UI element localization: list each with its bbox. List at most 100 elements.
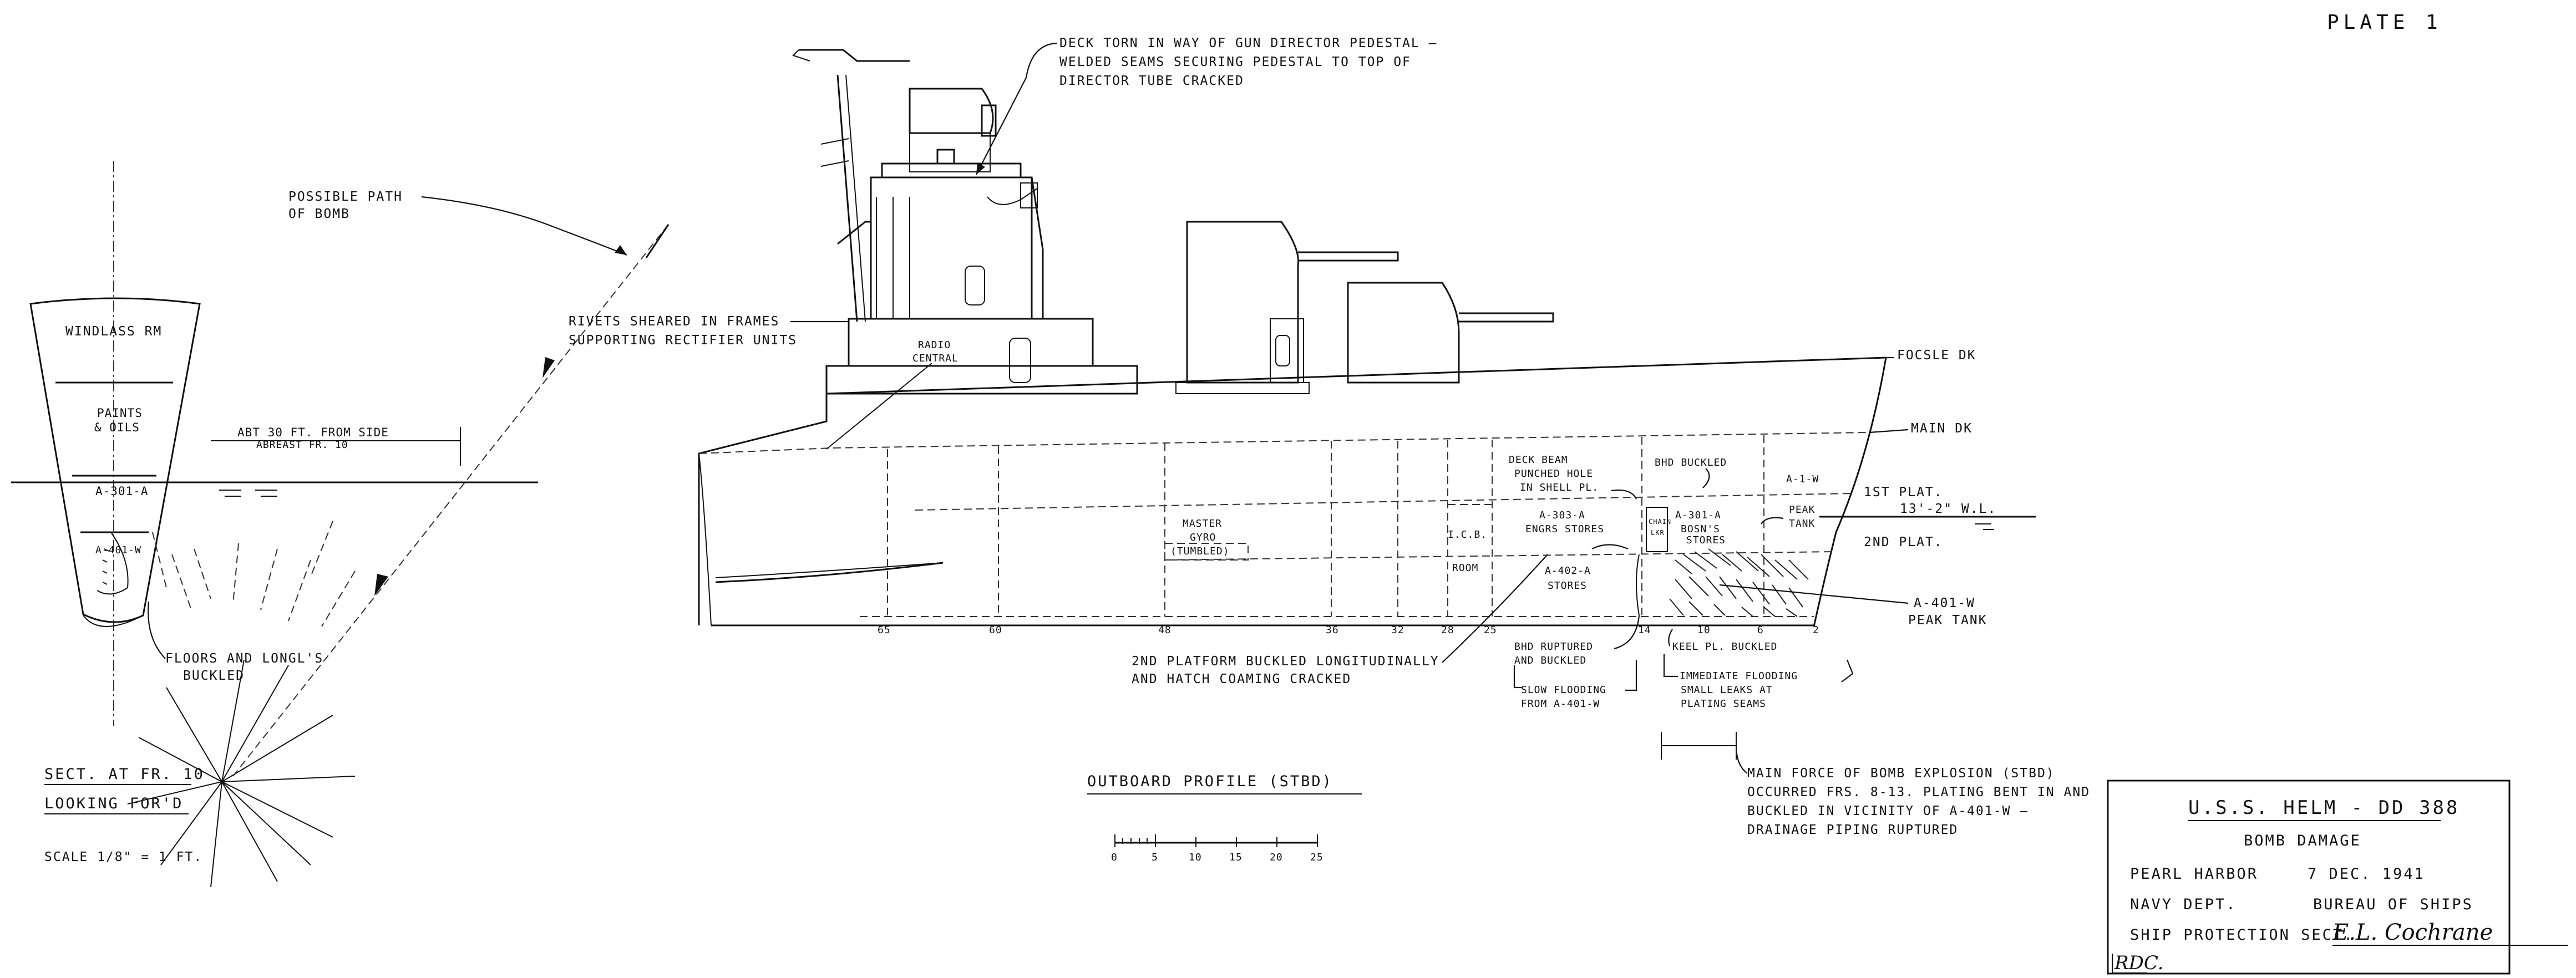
focsle-deck-label: FOCSLE DK — [1897, 348, 1976, 363]
waterline-ripples — [1975, 523, 1994, 530]
immediate-flooding-label-3: PLATING SEAMS — [1681, 698, 1766, 710]
master-gyro-box — [1164, 543, 1249, 561]
deck-beam-leader — [1611, 489, 1637, 500]
frame-number: 6 — [1757, 624, 1764, 636]
hull-aft-curve — [698, 453, 712, 626]
bilge-keel-inner — [715, 562, 944, 578]
bhd-ruptured-label-1: BHD RUPTURED — [1514, 641, 1593, 653]
bhd-buckled-label: BHD BUCKLED — [1655, 457, 1727, 468]
scale-tick-label: 15 — [1229, 852, 1243, 863]
bomb-path-arrows — [374, 357, 555, 596]
gun-mount-forward-1 — [1175, 221, 1399, 394]
date-label: 7 DEC. 1941 — [2308, 865, 2425, 883]
possible-path-label-1: POSSIBLE PATH — [288, 190, 403, 204]
frame-number: 25 — [1484, 624, 1497, 636]
abt-label-1: ABT 30 FT. FROM SIDE — [237, 426, 389, 439]
ship-name: U.S.S. HELM - DD 388 — [2188, 797, 2460, 819]
rivets-label-1: RIVETS SHEARED IN FRAMES — [569, 314, 779, 329]
bomb-path-line — [232, 224, 669, 777]
chain-locker-label-2: LKR — [1651, 529, 1665, 537]
scale-tick-label: 5 — [1152, 852, 1158, 863]
yardarm — [799, 49, 910, 62]
main-force-label-1: MAIN FORCE OF BOMB EXPLOSION (STBD) — [1747, 766, 2055, 781]
title-block: U.S.S. HELM - DD 388 BOMB DAMAGE PEARL H… — [2107, 780, 2568, 975]
main-deck-leader — [1869, 429, 1909, 434]
master-gyro-label-2: GYRO — [1190, 532, 1216, 543]
main-force-label-3: BUCKLED IN VICINITY OF A-401-W — — [1747, 804, 2029, 818]
deck-beam-label-2: PUNCHED HOLE — [1514, 468, 1593, 480]
immediate-flooding-bracket-right — [1841, 659, 1854, 682]
master-gyro-label-3: (TUMBLED) — [1170, 546, 1230, 557]
subject-label: BOMB DAMAGE — [2244, 832, 2361, 849]
focsle-deck-line — [826, 356, 1887, 395]
deck-torn-label-1: DECK TORN IN WAY OF GUN DIRECTOR PEDESTA… — [1059, 36, 1437, 50]
mast — [836, 74, 858, 322]
ruptured-bulkhead — [1636, 554, 1640, 616]
section-a401w-label: A-401-W — [95, 544, 141, 556]
master-gyro-label-1: MASTER — [1183, 518, 1222, 529]
main-deck-line — [698, 432, 1870, 454]
frame-numbers: 65 60 48 36 32 28 25 14 10 6 2 — [878, 624, 1819, 636]
a303a-label-1: A-303-A — [1539, 510, 1585, 521]
paints-label-2: & OILS — [94, 421, 140, 434]
section-scale-label: SCALE 1/8" = 1 FT. — [44, 850, 202, 864]
section-a301a-label: A-301-A — [95, 485, 149, 498]
immediate-flooding-label-2: SMALL LEAKS AT — [1681, 684, 1773, 696]
bhd-ruptured-leader — [1614, 615, 1640, 650]
frame-lines — [887, 435, 1764, 617]
slow-flooding-label-1: SLOW FLOODING — [1521, 684, 1606, 696]
section-keel — [83, 615, 144, 627]
a401w-label-1: A-401-W — [1914, 596, 1975, 610]
scale-tick-label: 20 — [1270, 852, 1283, 863]
platform-buckled-leader — [1442, 554, 1548, 663]
section-title-2: LOOKING FOR'D — [44, 795, 183, 812]
main-deck-label: MAIN DK — [1911, 421, 1972, 436]
possible-path-leader — [421, 196, 627, 256]
main-deck-step — [698, 394, 828, 455]
deck-beam-label-1: DECK BEAM — [1509, 454, 1568, 466]
platform-buckled-label-1: 2ND PLATFORM BUCKLED LONGITUDINALLY — [1132, 654, 1439, 669]
gun-barrel — [1459, 312, 1554, 323]
section-buckled-floor — [97, 532, 129, 595]
second-platform-line — [1164, 551, 1837, 561]
radio-central-label-1: RADIO — [918, 339, 951, 351]
a303a-leader — [1591, 544, 1629, 550]
main-force-label-2: OCCURRED FRS. 8-13. PLATING BENT IN AND — [1747, 785, 2090, 799]
deck-torn-leader — [976, 42, 1057, 175]
damage-hatch — [1669, 548, 1809, 617]
platform-buckled-label-2: AND HATCH COAMING CRACKED — [1132, 672, 1351, 686]
peak-tank-leader — [1761, 517, 1784, 524]
slow-flooding-label-2: FROM A-401-W — [1521, 698, 1600, 710]
icb-label: I.C.B. — [1448, 529, 1487, 541]
main-force-leader — [1735, 745, 1748, 774]
peak-tank-label-2: TANK — [1789, 518, 1815, 529]
frame-number: 32 — [1391, 624, 1404, 636]
a402a-label-2: STORES — [1548, 580, 1587, 592]
abt-label-2: ABREAST FR. 10 — [256, 439, 348, 451]
frame-number: 14 — [1638, 624, 1651, 636]
deck-torn-arrowhead — [976, 162, 985, 175]
dept-label: NAVY DEPT. — [2130, 896, 2237, 913]
frame-number: 65 — [878, 624, 891, 636]
gun-director — [909, 88, 994, 134]
a1w-label: A-1-W — [1786, 473, 1819, 485]
radio-central-label-2: CENTRAL — [912, 353, 959, 364]
frame-number: 60 — [989, 624, 1002, 636]
section-view: WINDLASS RM PAINTS & OILS A-301-A A-401-… — [11, 161, 670, 888]
gun-barrel — [1298, 251, 1399, 262]
bureau-label: BUREAU OF SHIPS — [2313, 896, 2473, 913]
initials: RDC. — [2114, 952, 2163, 974]
immediate-flooding-label-1: IMMEDIATE FLOODING — [1680, 670, 1798, 682]
section-hull — [29, 297, 201, 623]
keel-buckled-label: KEEL PL. BUCKLED — [1672, 641, 1777, 653]
main-force-label-4: DRAINAGE PIPING RUPTURED — [1747, 823, 1958, 837]
a303a-label-2: ENGRS STORES — [1525, 523, 1604, 535]
initials-mark — [2112, 954, 2147, 974]
bhd-buckled-leader — [1702, 468, 1710, 488]
floors-label-1: FLOORS AND LONGL'S — [165, 651, 323, 666]
place-label: PEARL HARBOR — [2130, 865, 2258, 883]
explosion-burst — [127, 521, 356, 888]
bilge-keel — [715, 562, 944, 583]
peak-tank-label-1: PEAK — [1789, 504, 1815, 516]
